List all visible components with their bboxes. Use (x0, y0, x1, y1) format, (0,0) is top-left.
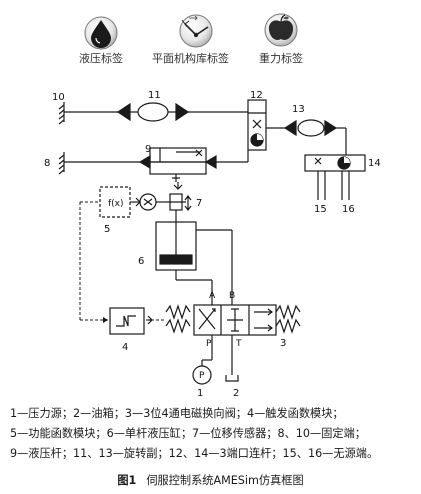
tank-2 (225, 375, 239, 382)
figure-number: 图1 (117, 474, 137, 487)
callout-13: 13 (292, 104, 305, 115)
figure-title: 伺服控制系统AMESim仿真框图 (146, 474, 304, 487)
function-block-5 (99, 186, 131, 218)
hydraulic-rod-9 (138, 147, 249, 190)
port-b: B (229, 291, 235, 301)
library-label-gravity: 重力标签 (259, 52, 303, 65)
legend-line-2: 5—功能函数模块；6—单杆液压缸；7—位移传感器；8、10—固定端； (10, 427, 366, 440)
port-a: A (209, 291, 216, 301)
solenoid-valve-3 (165, 300, 301, 375)
fixed-end-8 (58, 152, 140, 175)
figure-caption: 图1 伺服控制系统AMESim仿真框图 (0, 472, 421, 488)
revolute-joint-11 (116, 102, 248, 122)
revolute-joint-13 (283, 119, 347, 155)
callout-14: 14 (368, 158, 381, 169)
callout-4: 4 (122, 342, 128, 353)
callout-2: 2 (233, 388, 239, 399)
callout-5: 5 (104, 224, 110, 235)
single-rod-cylinder-6 (155, 221, 233, 300)
legend-line-1: 1—压力源；2—油箱；3—3位4通电磁换向阀；4—触发函数模块； (10, 407, 344, 420)
callout-8: 8 (44, 158, 50, 169)
displacement-sensor-7 (166, 193, 192, 222)
callout-16: 16 (342, 204, 355, 215)
legend-line-3: 9—液压杆；11、13—旋转副；12、14—3端口连杆；15、16—无源端。 (10, 447, 379, 460)
fixed-end-10 (58, 102, 118, 125)
callout-12: 12 (250, 90, 263, 101)
planar-mechanism-icon[interactable] (179, 14, 213, 48)
gain-block (130, 193, 166, 211)
function-block-label: f(x) (108, 199, 124, 209)
amesim-block-diagram: f(x) (44, 13, 381, 399)
library-label-planar-mechanism: 平面机构库标签 (152, 52, 229, 65)
callout-7: 7 (196, 198, 202, 209)
port-p: P (206, 339, 212, 349)
trigger-function-block-4 (109, 307, 153, 335)
library-label-hydraulic: 液压标签 (79, 52, 123, 65)
hydraulic-drop-icon[interactable] (84, 16, 118, 50)
callout-3: 3 (280, 338, 286, 349)
callout-11: 11 (148, 90, 161, 101)
three-port-link-12 (247, 99, 285, 151)
signal-lines (79, 201, 164, 321)
callout-15: 15 (314, 204, 327, 215)
callout-1: 1 (197, 388, 203, 399)
callout-10: 10 (52, 92, 65, 103)
callout-6: 6 (138, 256, 144, 267)
callout-9: 9 (145, 144, 151, 155)
gravity-apple-icon[interactable] (264, 13, 298, 47)
pressure-source-1 (192, 359, 212, 385)
port-t: T (235, 339, 242, 349)
three-port-link-14 (304, 154, 366, 200)
pump-label: P (199, 371, 205, 381)
